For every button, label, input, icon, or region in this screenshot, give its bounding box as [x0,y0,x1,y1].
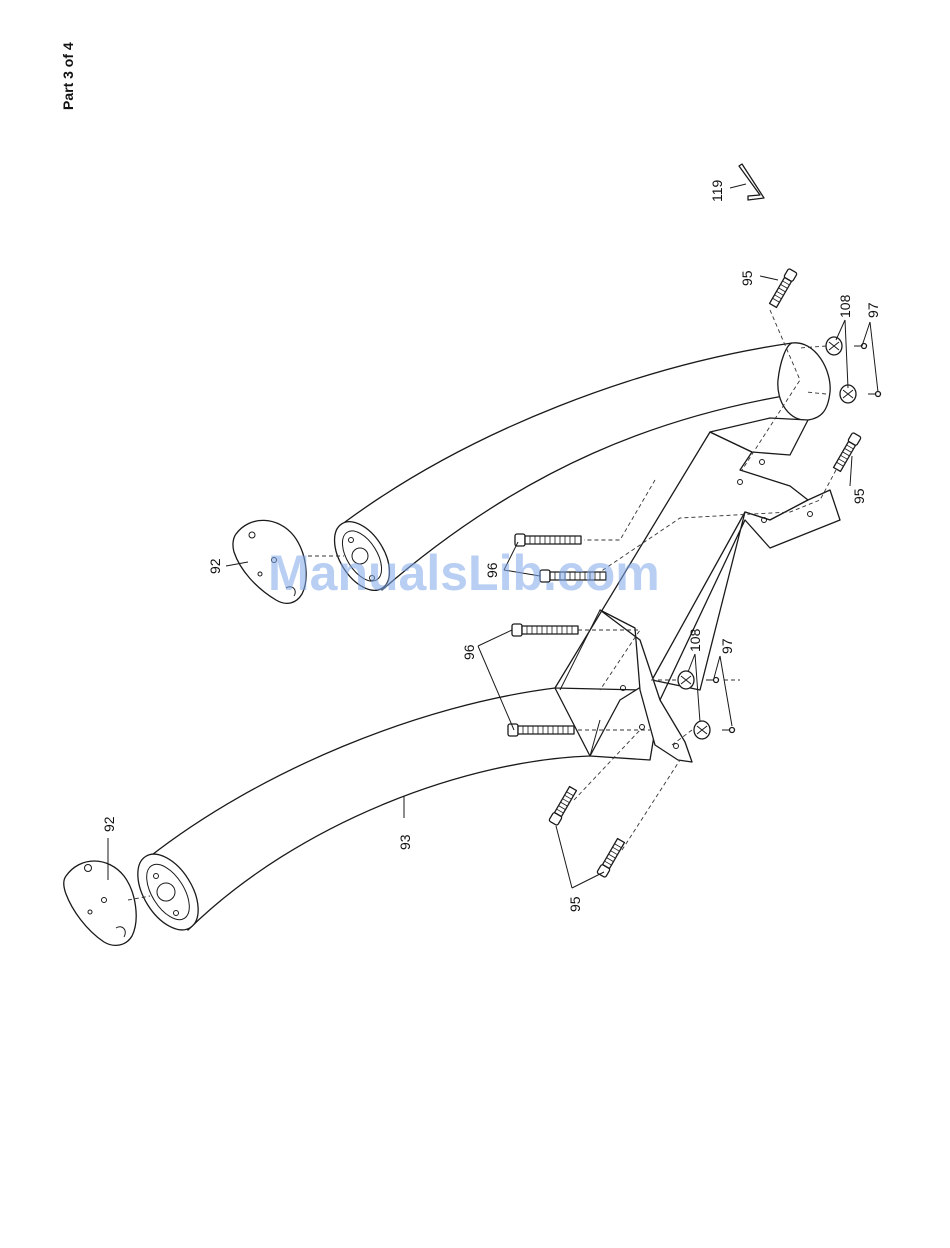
short-bolt-lower-2 [597,838,626,878]
label-97-lower: 97 [719,638,735,654]
label-119: 119 [709,179,725,202]
long-bolt-4 [508,724,574,736]
label-93: 93 [397,834,413,850]
page-header: Part 3 of 4 [60,42,76,110]
label-96-lower: 96 [461,644,477,660]
end-cap-lower [64,861,136,945]
watermark: ManualsLib.com [268,545,660,601]
screws-upper [854,344,881,397]
long-bolt-3 [512,624,578,636]
label-108-lower: 108 [687,628,703,652]
short-bolt-lower-1 [549,786,578,826]
label-92-upper: 92 [207,558,223,574]
label-92-lower: 92 [101,816,117,832]
label-95-top: 95 [739,270,755,286]
foot-pads-lower [678,671,710,739]
label-95-lower: 95 [567,896,583,912]
short-bolt-top [769,268,798,308]
label-108-upper: 108 [837,294,853,318]
hex-key [739,164,764,200]
label-95-right: 95 [851,488,867,504]
short-bolt-right [833,432,862,472]
label-97-upper: 97 [865,302,881,318]
screws-lower [706,678,735,733]
